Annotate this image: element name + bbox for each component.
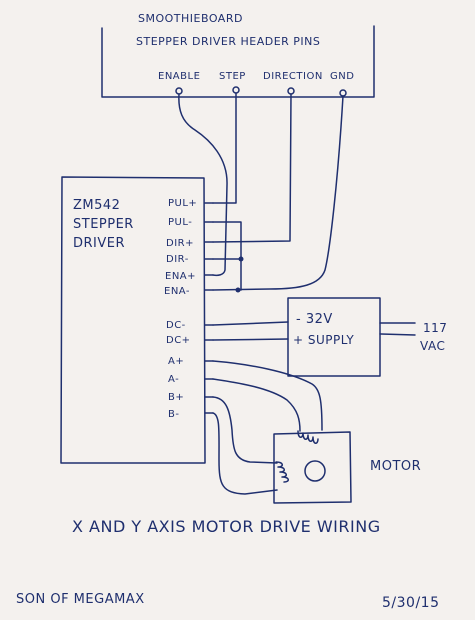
driver-pin-dir-plus: DIR+ bbox=[166, 238, 194, 249]
header-pin-direction: DIRECTION bbox=[263, 71, 323, 82]
wire-gnd bbox=[212, 95, 344, 291]
header-box bbox=[101, 25, 375, 98]
driver-pin-dir-minus: DIR- bbox=[166, 254, 189, 265]
footer-author: SON OF MEGAMAX bbox=[16, 592, 145, 607]
motor-rotor-icon bbox=[304, 460, 326, 482]
footer-date: 5/30/15 bbox=[382, 595, 439, 611]
motor-wires bbox=[212, 360, 323, 495]
driver-pin-b-minus: B- bbox=[168, 409, 179, 420]
driver-pin-pul-minus: PUL- bbox=[168, 217, 192, 228]
driver-name-2: STEPPER bbox=[73, 217, 134, 232]
header-pin-enable-terminal bbox=[175, 87, 183, 95]
mains-label-1: 117 bbox=[423, 321, 447, 335]
wire-common-bus bbox=[212, 221, 242, 291]
supply-label: + SUPPLY bbox=[293, 333, 354, 347]
supply-box bbox=[287, 297, 381, 377]
motor-label: MOTOR bbox=[370, 459, 421, 474]
header-pin-direction-terminal bbox=[287, 87, 295, 95]
wire-b-plus bbox=[212, 396, 278, 464]
driver-pin-ena-plus: ENA+ bbox=[165, 271, 196, 282]
mains-label-2: VAC bbox=[420, 339, 445, 353]
driver-name-1: ZM542 bbox=[73, 198, 120, 213]
wire-b-minus bbox=[212, 412, 278, 495]
wire-step bbox=[212, 92, 237, 204]
wire-dc-minus bbox=[212, 321, 289, 326]
junction-dot-ena bbox=[235, 287, 241, 293]
driver-pin-pul-plus: PUL+ bbox=[168, 198, 197, 209]
wire-enable bbox=[178, 93, 228, 277]
junction-dot-dir bbox=[238, 256, 244, 262]
header-title: SMOOTHIEBOARD bbox=[138, 12, 243, 25]
header-pin-gnd: GND bbox=[330, 71, 354, 82]
wire-a-plus bbox=[212, 360, 323, 431]
motor-coil-b bbox=[275, 461, 289, 483]
driver-box bbox=[60, 176, 206, 464]
driver-pin-dc-minus: DC- bbox=[166, 320, 186, 331]
driver-name-3: DRIVER bbox=[73, 236, 125, 251]
motor-box bbox=[273, 431, 352, 504]
header-pin-enable: ENABLE bbox=[158, 71, 200, 82]
diagram-caption: X AND Y AXIS MOTOR DRIVE WIRING bbox=[72, 517, 381, 536]
header-subtitle: STEPPER DRIVER HEADER PINS bbox=[136, 35, 320, 48]
driver-pin-b-plus: B+ bbox=[168, 392, 184, 403]
motor-coil-a bbox=[297, 430, 319, 444]
driver-pin-ena-minus: ENA- bbox=[164, 286, 190, 297]
wire-a-minus bbox=[212, 378, 301, 432]
header-pin-step-terminal bbox=[232, 86, 240, 94]
wire-direction bbox=[212, 93, 292, 243]
wire-dc-plus bbox=[212, 338, 289, 341]
supply-voltage-label: - 32V bbox=[296, 312, 333, 327]
driver-pin-stubs bbox=[204, 202, 214, 414]
power-wires bbox=[212, 321, 416, 341]
header-pin-step: STEP bbox=[219, 71, 246, 82]
header-pin-gnd-terminal bbox=[339, 89, 347, 97]
driver-pin-a-plus: A+ bbox=[168, 356, 184, 367]
control-wires bbox=[178, 92, 344, 291]
wire-mains-2 bbox=[379, 333, 416, 336]
driver-pin-a-minus: A- bbox=[168, 374, 179, 385]
driver-pin-dc-plus: DC+ bbox=[166, 335, 191, 346]
